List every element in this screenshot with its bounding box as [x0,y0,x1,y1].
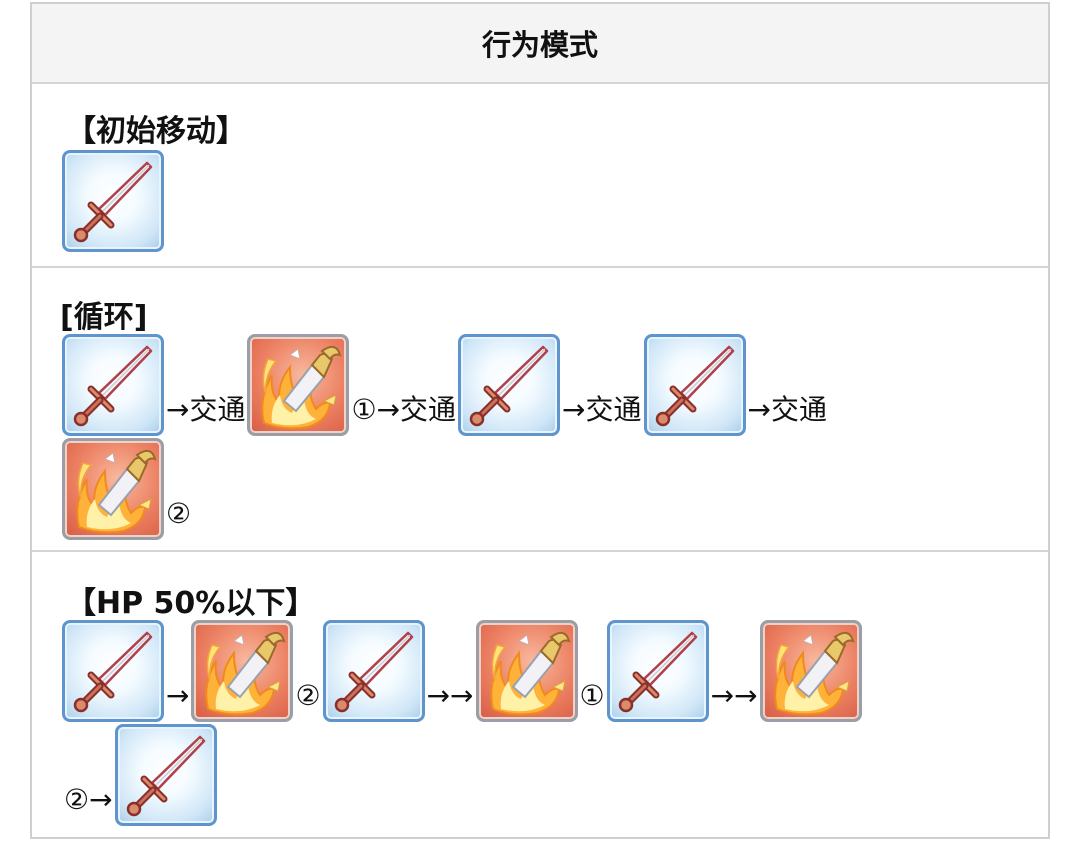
sequence-text: ②→ [64,783,113,816]
skill-sequence-row: ② [62,438,193,540]
sequence-text: →交通 [562,393,642,426]
sword-skill-icon [322,620,425,722]
sword-skill-icon [643,334,746,436]
section-hp-below-50: 【HP 50%以下】 → ② →→ ① →→ ②→ [32,550,1048,839]
skill-sequence-row: →交通 ①→交通 →交通 →交通 [62,334,829,436]
sword-skill-icon [606,620,709,722]
sequence-text: ①→交通 [351,393,457,426]
table-header-title: 行为模式 [481,28,598,62]
sword-skill-icon [458,334,561,436]
sequence-text: →→ [710,679,758,712]
flame-slash-skill-icon [247,334,350,436]
skill-sequence-row: ②→ [62,724,217,826]
flame-slash-skill-icon [191,620,294,722]
section-title: [循环] [60,300,148,335]
flame-slash-skill-icon [475,620,578,722]
section-title: 【HP 50%以下】 [66,586,316,621]
section-loop: [循环] →交通 ①→交通 →交通 →交通 ② [32,266,1048,550]
sword-skill-icon [114,724,217,826]
section-initial-move: 【初始移动】 [32,84,1048,266]
sequence-text: →交通 [747,393,827,426]
sword-skill-icon [62,334,164,436]
flame-slash-skill-icon [62,438,164,540]
sequence-text: ② [166,497,192,530]
table-header: 行为模式 [32,4,1048,84]
sword-skill-icon [62,620,164,722]
sequence-text: → [166,679,190,712]
sequence-text: →交通 [166,393,246,426]
section-title: 【初始移动】 [66,114,246,149]
sequence-text: ② [295,679,321,712]
sequence-text: ① [579,679,605,712]
sequence-text: →→ [426,679,474,712]
skill-sequence-row [62,150,164,252]
skill-sequence-row: → ② →→ ① →→ [62,620,862,722]
action-pattern-table: 行为模式 【初始移动】 [循环] →交通 ①→交通 →交通 →交通 ② 【HP 50%… [30,2,1050,839]
sword-skill-icon [62,150,164,252]
flame-slash-skill-icon [759,620,862,722]
